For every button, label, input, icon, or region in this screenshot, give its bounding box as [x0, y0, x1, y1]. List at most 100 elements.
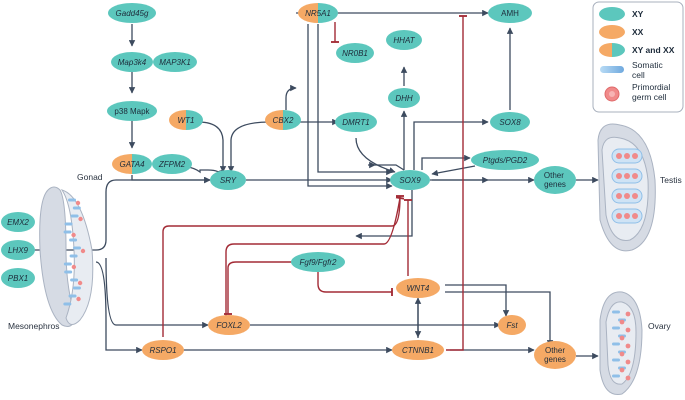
node-sox9: SOX9	[390, 170, 430, 190]
node-map3k1: MAP3K1	[153, 52, 197, 72]
node-nr5a1: NR5A1	[298, 3, 338, 23]
gonad-somatic-cell	[63, 302, 72, 306]
ovary-cells	[612, 310, 631, 381]
node-lhx9: LHX9	[1, 240, 35, 260]
ovary-germ-cell	[625, 359, 631, 365]
ovary-germ-cell	[625, 375, 631, 381]
node-sox8-label: SOX8	[499, 118, 521, 127]
node-dmrt1: DMRT1	[335, 112, 377, 132]
node-gadd45g: Gadd45g	[108, 3, 156, 23]
node-amh-label: AMH	[501, 9, 519, 18]
legend-xx-label: XX	[632, 27, 644, 37]
testis-germ-cell	[632, 193, 638, 199]
node-fgf9-label: Fgf9/Fgfr2	[300, 258, 337, 267]
node-nr0b1: NR0B1	[336, 43, 374, 63]
node-wnt4: WNT4	[396, 278, 440, 298]
node-cbx2: CBX2	[265, 110, 301, 130]
node-other-ovary-line2: genes	[544, 355, 566, 364]
ovary-label: Ovary	[648, 321, 671, 331]
node-hhat: HHAT	[386, 30, 422, 50]
testis-germ-cell	[624, 193, 630, 199]
node-p38-label: p38 Mapk	[114, 107, 150, 116]
gonad-germ-cell	[71, 264, 77, 270]
node-map3k1-label: MAP3K1	[159, 58, 191, 67]
gonad-somatic-cell	[68, 294, 77, 298]
node-rspo1: RSPO1	[142, 340, 184, 360]
testis-germ-cell	[632, 173, 638, 179]
ovary-somatic-cell	[612, 310, 620, 314]
testis-germ-cell	[616, 153, 622, 159]
node-lhx9-label: LHX9	[8, 246, 29, 255]
gonad-somatic-cell	[69, 254, 78, 258]
gonad-germ-cell	[80, 248, 86, 254]
ovary-illustration	[599, 291, 643, 395]
testis-germ-cell	[624, 153, 630, 159]
testis-germ-cell	[624, 173, 630, 179]
node-ptgds-label: Ptgds/PGD2	[483, 156, 528, 165]
gonad-somatic-cell	[70, 214, 79, 218]
node-dmrt1-label: DMRT1	[342, 118, 369, 127]
gonad-somatic-cell	[63, 230, 72, 234]
activation-edges	[30, 9, 599, 360]
gonad-somatic-cell	[64, 222, 73, 226]
ovary-somatic-cell	[612, 374, 620, 378]
ovary-somatic-cell	[612, 342, 620, 346]
node-sry: SRY	[210, 170, 246, 190]
gonad-somatic-cell	[70, 278, 79, 282]
testis-illustration	[597, 123, 656, 252]
node-wt1-label: WT1	[178, 116, 195, 125]
node-nr0b1-label: NR0B1	[342, 49, 368, 58]
legend-xy: XY	[599, 7, 644, 21]
node-ptgds-pgd2: Ptgds/PGD2	[471, 150, 539, 170]
node-gata4: GATA4	[112, 154, 152, 174]
gonad-somatic-cell	[63, 262, 72, 266]
testis-label: Testis	[660, 175, 682, 185]
testis-germ-cell	[624, 213, 630, 219]
testis-germ-cell	[616, 193, 622, 199]
node-dhh: DHH	[388, 88, 420, 108]
gonad-somatic-cell	[72, 246, 81, 250]
node-fst: Fst	[498, 315, 526, 335]
node-pbx1-label: PBX1	[8, 274, 28, 283]
node-other-ovary-line1: Other	[545, 346, 565, 355]
node-fst-label: Fst	[506, 321, 518, 330]
node-nr5a1-label: NR5A1	[305, 9, 331, 18]
node-sox9-label: SOX9	[399, 176, 421, 185]
node-ctnnb1-label: CTNNB1	[402, 346, 434, 355]
gonad-label: Gonad	[77, 172, 103, 182]
gonad-germ-cell	[77, 280, 83, 286]
gonad-somatic-cell	[72, 206, 81, 210]
testis-cords	[611, 148, 643, 224]
node-p38-mapk: p38 Mapk	[107, 101, 157, 121]
gonad-somatic-cell	[68, 198, 76, 202]
gonad-illustration	[39, 186, 94, 327]
legend-somatic-text-line2: cell	[632, 70, 645, 80]
gonad-germ-cell	[78, 216, 83, 222]
gonad-somatic-cell	[64, 270, 73, 274]
testis-germ-cell	[616, 213, 622, 219]
ovary-germ-cell	[625, 311, 631, 317]
node-emx2: EMX2	[1, 212, 35, 232]
ovary-germ-cell	[619, 367, 625, 373]
node-zfpm2-label: ZFPM2	[158, 160, 186, 169]
node-gadd45g-label: Gadd45g	[116, 9, 149, 18]
node-foxl2-label: FOXL2	[216, 321, 242, 330]
legend-germ-text-line2: germ cell	[632, 92, 667, 102]
ovary-germ-cell	[619, 351, 625, 357]
ovary-germ-cell	[625, 327, 631, 333]
node-rspo1-label: RSPO1	[149, 346, 176, 355]
node-other-testis-label-text-line2: genes	[544, 180, 566, 189]
node-fgf9-fgfr2: Fgf9/Fgfr2	[291, 252, 345, 272]
node-dhh-label: DHH	[395, 94, 413, 103]
node-zfpm2: ZFPM2	[152, 154, 192, 174]
node-map3k4: Map3k4	[111, 52, 153, 72]
inhibition-edges	[162, 15, 468, 351]
node-ctnnb1: CTNNB1	[392, 340, 444, 360]
legend-both: XY and XX	[599, 43, 675, 57]
ovary-germ-cell	[625, 343, 631, 349]
testis-germ-cell	[632, 153, 638, 159]
ovary-germ-cell	[619, 319, 625, 325]
